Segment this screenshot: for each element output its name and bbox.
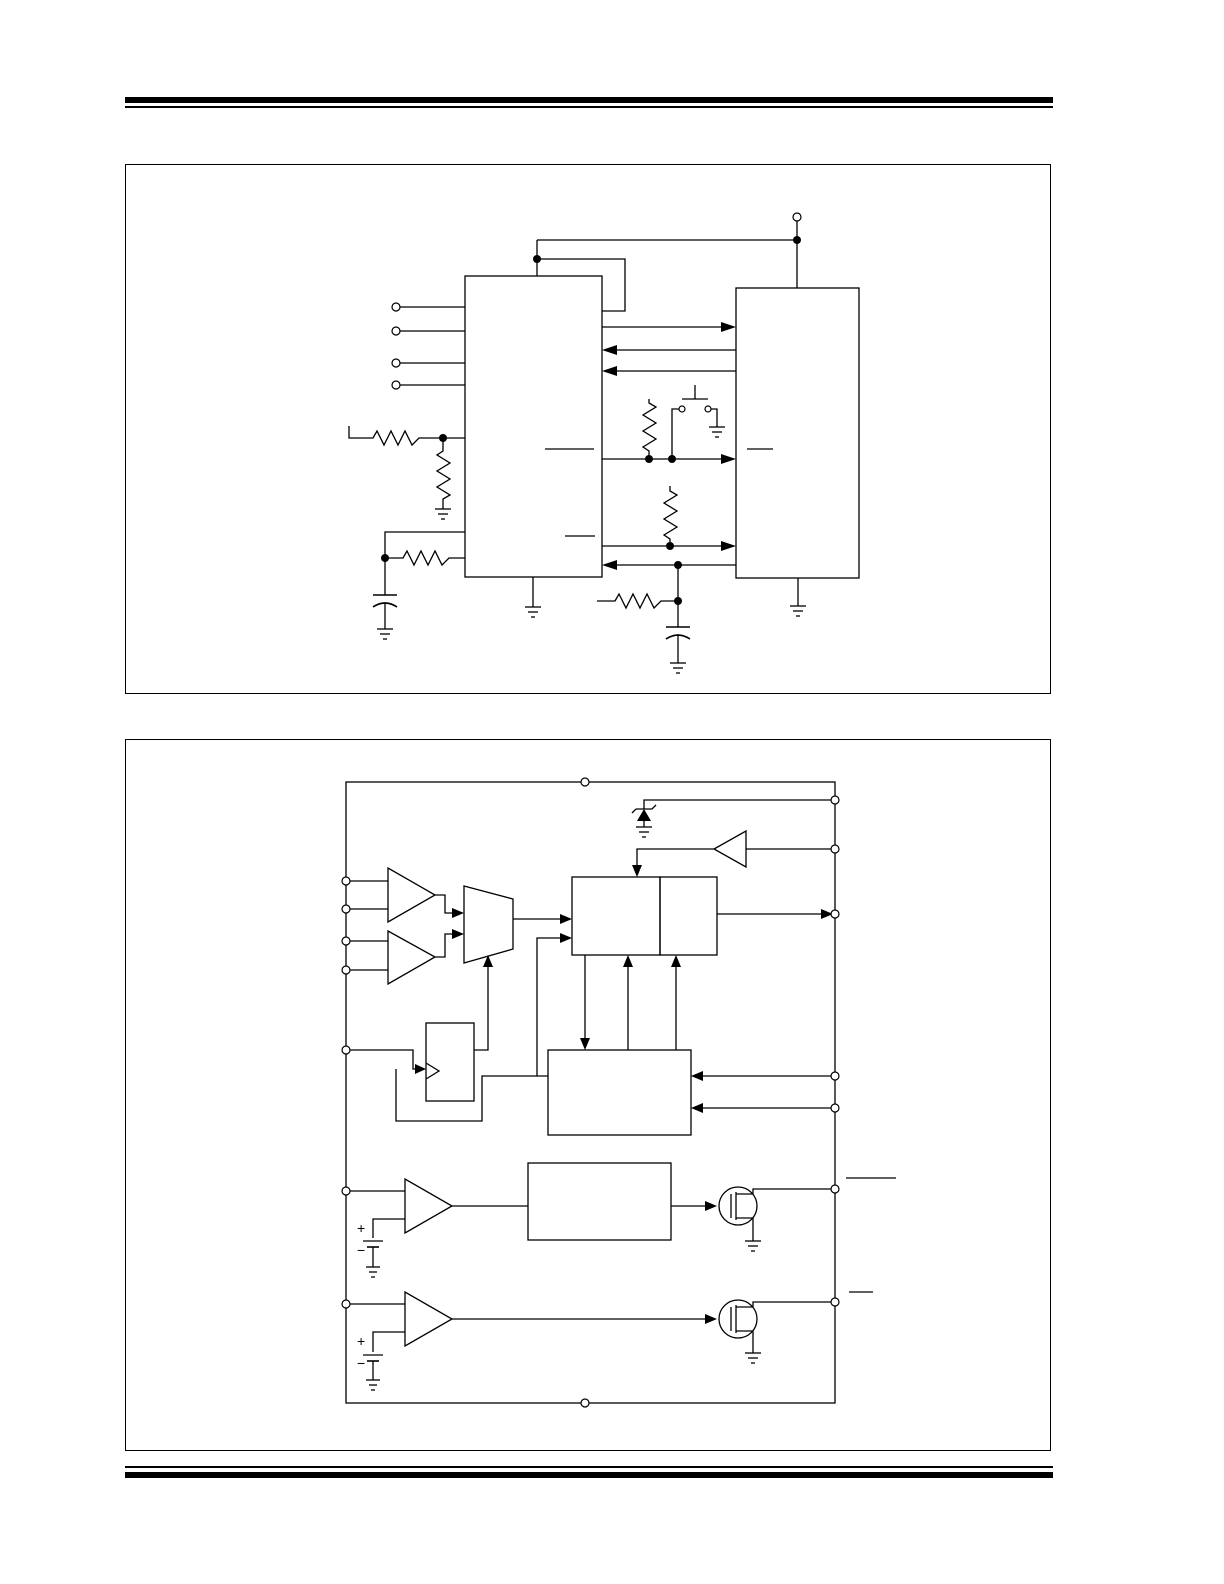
footer-rule-thin [125,1466,1053,1468]
ring-oscillator [425,1022,475,1102]
typical-application-figure [125,164,1051,694]
logic-block-b [659,876,718,956]
ic-right-body [735,287,860,579]
header-rule-thick [125,97,1053,103]
logic-block-a [571,876,661,956]
svg-text:−: − [357,1355,365,1371]
control-logic [547,1049,692,1136]
svg-text:+: + [357,1333,365,1349]
svg-text:−: − [357,1242,365,1258]
vdd-terminal [792,212,802,222]
header-rule-thin [125,106,1053,108]
ic-left-body [464,275,603,578]
mux [463,885,514,964]
application-schematic [348,212,860,674]
comparator-4 [404,1290,454,1348]
comparator-3 [404,1177,454,1235]
package-outline [345,781,836,1404]
block-diagram-schematic: + − + − [341,777,896,1408]
comparator-1 [387,866,437,924]
comparator-2 [387,929,437,986]
timer-block [527,1162,672,1241]
svg-text:+: + [357,1220,365,1236]
nmos-output-2 [718,1299,758,1339]
nmos-output-1 [718,1186,758,1226]
footer-rule-thick [125,1472,1053,1478]
block-diagram-figure: + − + − [125,739,1051,1451]
